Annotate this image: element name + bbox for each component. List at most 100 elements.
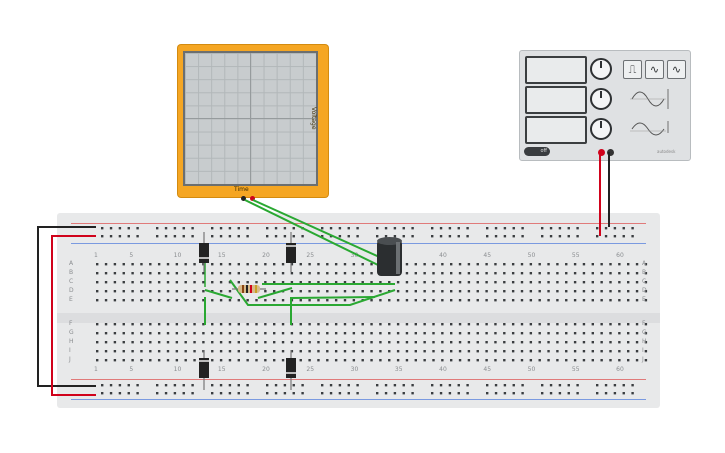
breadboard-hole: [511, 359, 515, 362]
sine-wave-button[interactable]: ∿: [645, 60, 664, 79]
breadboard-hole: [299, 359, 302, 362]
breadboard-hole: [113, 332, 117, 335]
breadboard-hole: [467, 332, 471, 335]
scope-probe-positive[interactable]: [250, 196, 255, 201]
breadboard-hole: [149, 332, 152, 335]
top-rail-blue-line: [71, 243, 646, 244]
breadboard-hole: [538, 263, 541, 266]
breadboard-hole: [122, 350, 125, 353]
breadboard-hole: [476, 290, 479, 293]
breadboard-hole: [529, 263, 533, 266]
breadboard-hole: [600, 332, 603, 335]
breadboard-holes[interactable]: [57, 213, 660, 408]
breadboard[interactable]: 1155101015152020252530303535404045455050…: [57, 213, 660, 408]
breadboard-hole: [476, 332, 479, 335]
breadboard-hole: [405, 332, 409, 335]
breadboard-hole: [193, 263, 196, 266]
column-number-label: 1: [94, 366, 98, 373]
row-letter-label: I: [69, 347, 71, 354]
fg-positive-terminal[interactable]: [598, 149, 605, 156]
breadboard-hole: [361, 272, 364, 275]
breadboard-hole: [246, 359, 249, 362]
frequency-knob[interactable]: [590, 58, 612, 80]
breadboard-hole: [414, 263, 417, 266]
breadboard-hole: [396, 359, 400, 362]
breadboard-hole: [157, 341, 161, 344]
row-letter-label: G: [642, 329, 647, 336]
breadboard-hole: [96, 332, 99, 335]
breadboard-hole: [308, 359, 311, 362]
power-switch[interactable]: off: [524, 147, 550, 156]
breadboard-hole: [503, 332, 506, 335]
offset-knob[interactable]: [590, 118, 612, 140]
column-number-label: 25: [306, 366, 315, 373]
breadboard-hole: [458, 332, 462, 335]
breadboard-hole: [644, 281, 648, 284]
breadboard-hole: [402, 235, 405, 238]
row-letter-label: H: [642, 338, 647, 345]
breadboard-hole: [441, 272, 444, 275]
breadboard-hole: [182, 227, 185, 230]
breadboard-hole: [370, 281, 373, 284]
breadboard-hole: [494, 392, 498, 395]
oscilloscope[interactable]: Time Voltage: [178, 45, 328, 201]
breadboard-hole: [219, 227, 223, 230]
amplitude-knob[interactable]: [590, 88, 612, 110]
breadboard-hole: [182, 392, 185, 395]
breadboard-hole: [109, 227, 113, 230]
breadboard-hole: [600, 299, 603, 302]
breadboard-hole: [591, 299, 594, 302]
function-generator[interactable]: ⎍ ∿ ∿ off autodesk: [519, 50, 691, 161]
breadboard-hole: [255, 299, 258, 302]
breadboard-hole: [299, 281, 302, 284]
breadboard-hole: [476, 359, 479, 362]
breadboard-hole: [184, 263, 187, 266]
breadboard-hole: [246, 392, 249, 395]
breadboard-hole: [202, 332, 205, 335]
breadboard-hole: [591, 332, 594, 335]
breadboard-hole: [361, 323, 364, 326]
breadboard-hole: [157, 290, 161, 293]
breadboard-hole: [219, 359, 223, 362]
breadboard-hole: [283, 392, 287, 395]
breadboard-hole: [431, 227, 434, 230]
breadboard-hole: [237, 332, 240, 335]
breadboard-hole: [547, 263, 550, 266]
breadboard-hole: [556, 299, 559, 302]
breadboard-hole: [450, 272, 453, 275]
breadboard-hole: [173, 227, 177, 230]
breadboard-hole: [157, 263, 161, 266]
breadboard-hole: [644, 290, 648, 293]
row-letter-label: B: [642, 269, 647, 276]
breadboard-hole: [211, 392, 214, 395]
breadboard-hole: [104, 281, 108, 284]
breadboard-hole: [439, 392, 443, 395]
breadboard-hole: [631, 227, 634, 230]
breadboard-hole: [166, 332, 170, 335]
scope-probe-negative[interactable]: [241, 196, 246, 201]
breadboard-hole: [644, 323, 648, 326]
breadboard-hole: [432, 290, 435, 293]
breadboard-hole: [622, 392, 625, 395]
breadboard-hole: [600, 341, 603, 344]
breadboard-hole: [565, 332, 568, 335]
breadboard-hole: [292, 227, 295, 230]
breadboard-hole: [281, 332, 285, 335]
breadboard-hole: [149, 323, 152, 326]
breadboard-hole: [122, 341, 125, 344]
breadboard-hole: [423, 323, 426, 326]
breadboard-hole: [538, 323, 541, 326]
fg-negative-terminal[interactable]: [607, 149, 614, 156]
row-letter-label: E: [69, 296, 73, 303]
breadboard-hole: [219, 341, 223, 344]
breadboard-hole: [370, 341, 373, 344]
triangle-wave-button[interactable]: ∿: [667, 60, 686, 79]
breadboard-hole: [423, 272, 426, 275]
breadboard-hole: [283, 227, 287, 230]
square-wave-button[interactable]: ⎍: [623, 60, 642, 79]
breadboard-hole: [246, 263, 249, 266]
breadboard-hole: [405, 359, 409, 362]
breadboard-hole: [558, 227, 562, 230]
breadboard-hole: [485, 359, 488, 362]
breadboard-hole: [635, 341, 639, 344]
